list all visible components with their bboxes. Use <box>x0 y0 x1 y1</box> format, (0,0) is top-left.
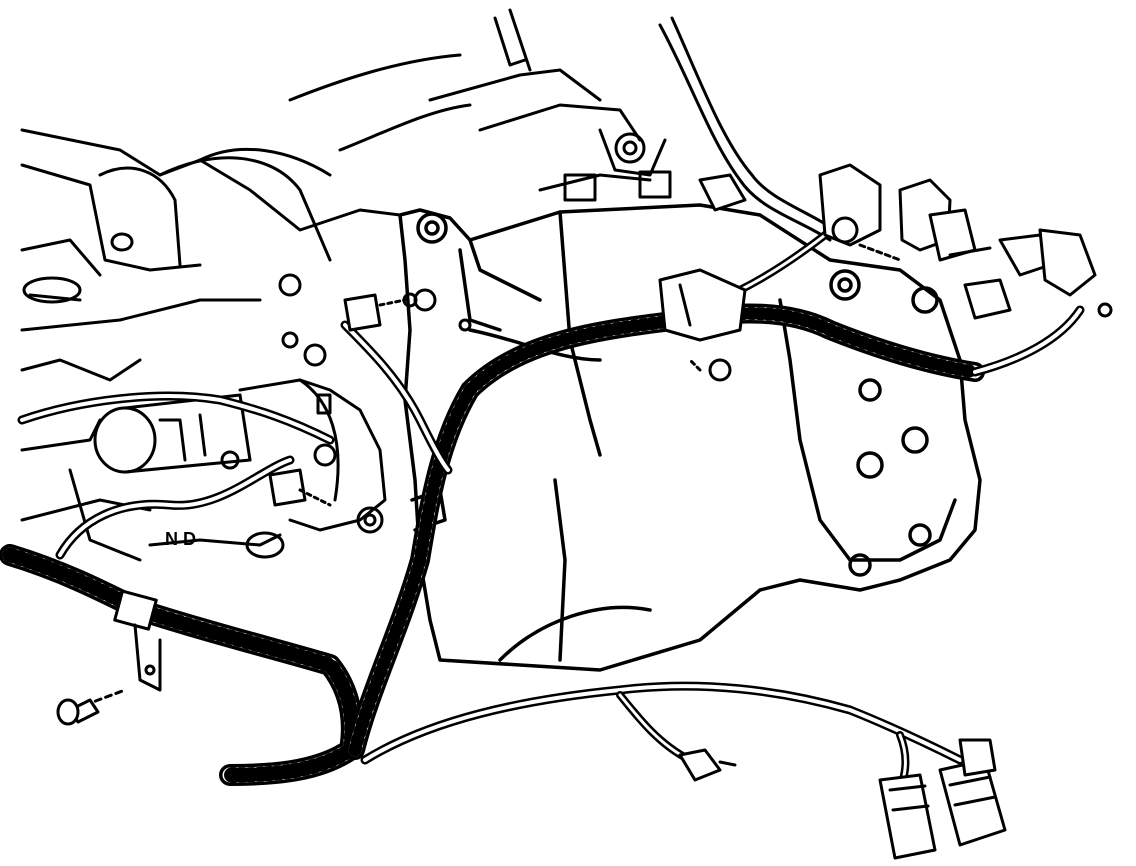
wiring-harness <box>0 211 1085 804</box>
harness-bracket <box>658 268 747 382</box>
electrical-connectors <box>698 163 1113 320</box>
starter-motor: N D <box>68 273 387 562</box>
upper-structure <box>428 8 672 202</box>
bottom-connectors <box>678 738 1007 860</box>
vacuum-hose <box>658 16 840 242</box>
engine-block <box>20 53 472 522</box>
harness-clip <box>113 589 162 692</box>
mounting-bolt <box>56 688 127 726</box>
starter-fasteners <box>268 288 472 507</box>
starter-marking: N D <box>165 529 196 549</box>
